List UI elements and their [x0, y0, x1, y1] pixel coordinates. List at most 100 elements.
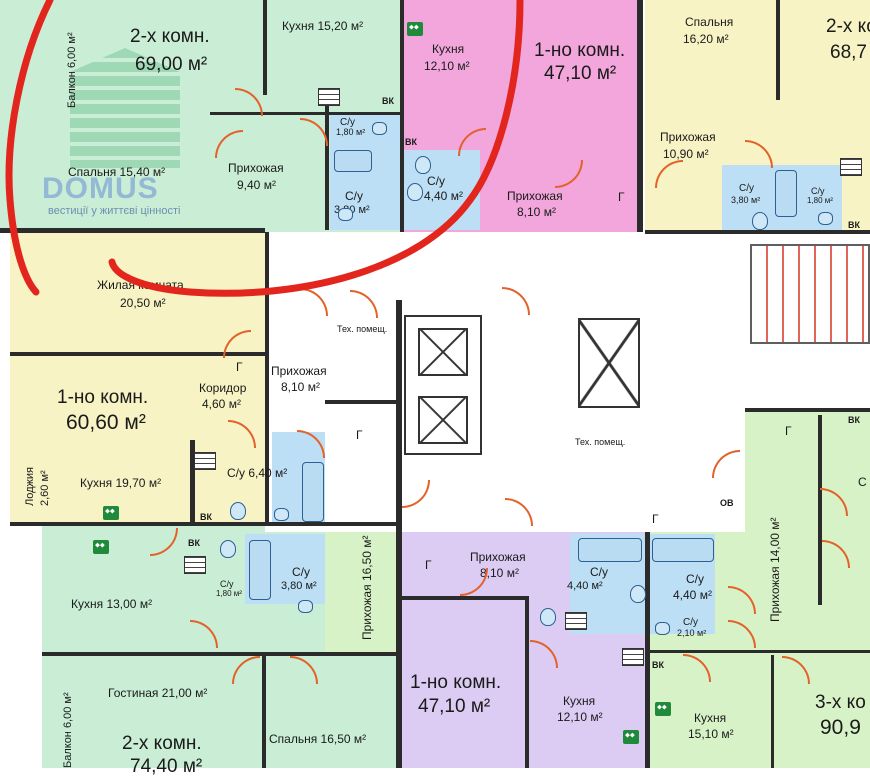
wall — [650, 650, 870, 653]
room-label: С/у — [427, 174, 445, 188]
elevator-car — [418, 328, 468, 376]
vk-mark: ВК — [382, 96, 394, 106]
wall — [262, 655, 266, 768]
wall — [42, 652, 397, 656]
room-label: Прихожая — [470, 550, 526, 564]
vent-duct-icon — [622, 648, 644, 666]
vk-mark: ВК — [848, 415, 860, 425]
bathtub-icon — [578, 538, 642, 562]
room-label: 2,60 м² — [39, 470, 51, 506]
wall — [10, 522, 400, 526]
room-label: С/у — [686, 572, 704, 586]
unit-title: 1-но комн. — [410, 672, 502, 693]
room-label: 9,40 м² — [237, 178, 276, 192]
wall — [525, 596, 529, 768]
room-label: Прихожая — [507, 189, 563, 203]
wall — [776, 0, 780, 100]
room-label: 20,50 м² — [120, 296, 166, 310]
room-label: 2,10 м² — [677, 628, 707, 638]
room-label: С/у — [292, 565, 310, 579]
room-label: С — [858, 475, 867, 489]
room-label: Кухня 13,00 м² — [71, 597, 153, 611]
g-mark: Г — [785, 424, 792, 438]
watermark-tagline: вестиції у життєві цінності — [48, 205, 181, 217]
unit-title: 2-х ко — [826, 16, 870, 37]
sink-icon — [274, 508, 289, 521]
room-label: Спальня — [685, 15, 734, 29]
sink-icon — [818, 212, 833, 225]
room-label: Тех. помещ. — [337, 324, 388, 334]
room-label: Кухня — [432, 42, 465, 56]
room-label: С/у — [345, 189, 363, 203]
room-label: Спальня 15,40 м² — [68, 165, 166, 179]
g-mark: Г — [652, 512, 659, 526]
wall — [637, 0, 643, 232]
room-label: 8,10 м² — [281, 380, 320, 394]
unit-title: 2-х комн. — [130, 26, 210, 47]
room-label: 3,80 м² — [731, 195, 761, 205]
wall — [325, 400, 400, 404]
toilet-icon — [415, 156, 431, 174]
room-label: С/у — [739, 183, 754, 194]
vent-duct-icon — [194, 452, 216, 470]
vent-duct-icon — [565, 612, 587, 630]
elevator-car — [418, 396, 468, 444]
bathtub-icon — [302, 462, 324, 522]
room-label: Балкон 6,00 м² — [66, 32, 78, 108]
sink-icon — [298, 600, 313, 613]
wall — [400, 0, 404, 232]
bathtub-icon — [334, 150, 372, 172]
room-label: 8,10 м² — [517, 205, 556, 219]
stove-icon — [655, 702, 671, 716]
elevator-car — [578, 318, 640, 408]
room-label: Гостиная 21,00 м² — [108, 686, 208, 700]
room-label: Прихожая — [271, 364, 327, 378]
room-label: Тех. помещ. — [575, 437, 626, 447]
wall — [10, 352, 268, 356]
vk-mark: ВК — [848, 220, 860, 230]
stair-lobby — [265, 232, 745, 532]
room-label: 1,80 м² — [807, 196, 833, 205]
staircase — [750, 244, 870, 344]
wall — [745, 408, 870, 412]
room-label: Прихожая 14,00 м² — [768, 517, 782, 622]
vent-duct-icon — [184, 556, 206, 574]
room-label: 4,60 м² — [202, 397, 241, 411]
g-mark: Г — [618, 190, 625, 204]
unit-title: 2-х комн. — [122, 733, 202, 754]
toilet-icon — [540, 608, 556, 626]
room-label: Кухня 15,20 м² — [282, 19, 364, 33]
vk-mark: ВК — [188, 538, 200, 548]
ov-mark: ОВ — [720, 498, 734, 508]
toilet-icon — [407, 183, 423, 201]
vent-duct-icon — [318, 88, 340, 106]
unit-title: 1-но комн. — [534, 40, 626, 61]
bathtub-icon — [652, 538, 714, 562]
room-label: Кухня 19,70 м² — [80, 476, 162, 490]
g-mark: Г — [356, 428, 363, 442]
wall — [396, 300, 402, 768]
sink-icon — [655, 622, 670, 635]
room-label: 3,80 м² — [281, 580, 317, 592]
wall — [771, 655, 774, 768]
unit-title: 3-х ко — [815, 692, 866, 713]
room-label: Коридор — [199, 381, 247, 395]
wall — [265, 232, 269, 522]
bathtub-icon — [775, 170, 797, 217]
room-label: 10,90 м² — [663, 147, 709, 161]
unit-area: 69,00 м² — [135, 54, 208, 75]
room-label: С/у — [220, 579, 234, 589]
unit-area: 60,60 м² — [66, 411, 146, 434]
wall — [400, 596, 525, 600]
wall — [645, 230, 870, 234]
toilet-icon — [230, 502, 246, 520]
room-label: 1,80 м² — [216, 589, 242, 598]
room-label: 4,40 м² — [567, 580, 603, 592]
room-label: С/у — [683, 617, 698, 628]
vk-mark: ВК — [405, 137, 417, 147]
room-label: Прихожая — [228, 161, 284, 175]
vent-duct-icon — [840, 158, 862, 176]
stove-icon — [93, 540, 109, 554]
room-label: 4,40 м² — [673, 588, 712, 602]
room-label: 1,80 м² — [336, 127, 366, 137]
